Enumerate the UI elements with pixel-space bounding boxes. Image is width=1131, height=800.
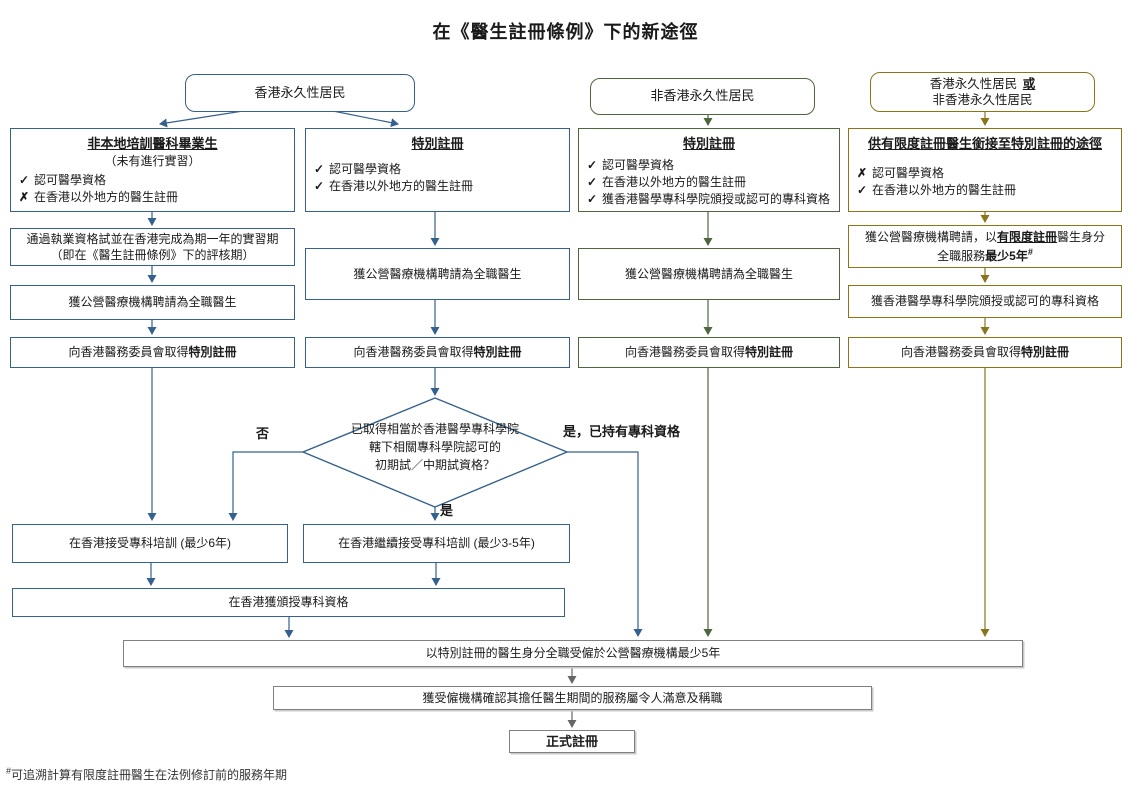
- criteria-item: ✓認可醫學資格: [587, 157, 831, 174]
- node-label: 非香港永久性居民: [650, 88, 755, 104]
- check-icon: ✓: [587, 192, 598, 207]
- step-employed-public-doctor: 獲公營醫療機構聘請為全職醫生: [578, 248, 840, 300]
- criteria-list: ✓認可醫學資格 ✓在香港以外地方的醫生註冊: [314, 161, 561, 196]
- label-no: 否: [256, 426, 270, 441]
- cross-icon: ✗: [19, 190, 30, 205]
- criteria-special-registration-hkpr: 特別註冊 ✓認可醫學資格 ✓在香港以外地方的醫生註冊: [305, 128, 570, 212]
- step-specialist-qualification: 獲香港醫學專科學院頒授或認可的專科資格: [848, 285, 1122, 318]
- node-hk-permanent-resident: 香港永久性居民: [185, 74, 415, 112]
- label-yes-specialist: 是，已持有專科資格: [563, 424, 681, 439]
- step-employed-public-doctor: 獲公營醫療機構聘請為全職醫生: [305, 248, 570, 300]
- step-special-registration: 向香港醫務委員會取得特別註冊: [10, 337, 295, 368]
- criteria-item: ✓在香港以外地方的醫生註冊: [314, 178, 561, 195]
- check-icon: ✓: [314, 178, 325, 193]
- node-label-line1: 香港永久性居民 或: [929, 76, 1036, 91]
- label-yes: 是: [440, 503, 454, 518]
- step-special-registration: 向香港醫務委員會取得特別註冊: [848, 337, 1122, 368]
- criteria-special-registration-non-hkpr: 特別註冊 ✓認可醫學資格 ✓在香港以外地方的醫生註冊 ✓獲香港醫學專科學院頒授或…: [578, 128, 840, 212]
- step-specialist-training-6yr: 在香港接受專科培訓 (最少6年): [12, 524, 288, 563]
- criteria-limited-registration-bridge: 供有限度註冊醫生銜接至特別註冊的途徑 ✗認可醫學資格 ✓在香港以外地方的醫生註冊: [848, 128, 1122, 212]
- node-non-hk-permanent-resident: 非香港永久性居民: [590, 78, 815, 115]
- node-hkpr-or-non-hkpr: 香港永久性居民 或 非香港永久性居民: [870, 72, 1095, 112]
- step-employed-public-doctor: 獲公營醫療機構聘請為全職醫生: [10, 285, 295, 320]
- step-licensing-exam-internship: 通過執業資格試並在香港完成為期一年的實習期 （即在《醫生註冊條例》下的評核期）: [10, 228, 295, 266]
- criteria-item: ✓在香港以外地方的醫生註冊: [587, 174, 831, 191]
- criteria-item: ✓獲香港醫學專科學院頒授或認可的專科資格: [587, 191, 831, 208]
- node-label: 香港永久性居民: [254, 84, 346, 100]
- criteria-title: 特別註冊: [682, 136, 735, 151]
- criteria-list: ✗認可醫學資格 ✓在香港以外地方的醫生註冊: [857, 165, 1113, 200]
- step-special-registration: 向香港醫務委員會取得特別註冊: [578, 337, 840, 368]
- criteria-item: ✗在香港以外地方的醫生註冊: [19, 189, 286, 206]
- step-limited-registration-service: 獲公營醫療機構聘請，以有限度註冊醫生身分 全職服務最少5年#: [848, 225, 1122, 268]
- check-icon: ✓: [857, 182, 868, 197]
- decision-question: 已取得相當於香港醫學專科學院 轄下相關專科學院認可的 初期試／中期試資格？: [350, 422, 519, 472]
- criteria-item: ✓認可醫學資格: [19, 172, 286, 189]
- step-full-registration: 正式註冊: [509, 730, 635, 753]
- criteria-title: 非本地培訓醫科畢業生: [87, 136, 218, 151]
- check-icon: ✓: [19, 172, 30, 187]
- check-icon: ✓: [587, 174, 598, 189]
- node-label-line2: 非香港永久性居民: [932, 93, 1033, 107]
- criteria-list: ✓認可醫學資格 ✓在香港以外地方的醫生註冊 ✓獲香港醫學專科學院頒授或認可的專科…: [587, 157, 831, 209]
- page-title: 在《醫生註冊條例》下的新途徑: [432, 22, 699, 42]
- footnote-marker: #: [1027, 246, 1033, 257]
- criteria-list: ✓認可醫學資格 ✗在香港以外地方的醫生註冊: [19, 172, 286, 207]
- footnote: #可追溯計算有限度註冊醫生在法例修訂前的服務年期: [6, 766, 288, 782]
- criteria-title: 供有限度註冊醫生銜接至特別註冊的途徑: [867, 136, 1102, 151]
- criteria-item: ✗認可醫學資格: [857, 165, 1113, 182]
- step-employer-confirmation: 獲受僱機構確認其擔任醫生期間的服務屬令人滿意及稱職: [273, 686, 872, 710]
- cross-icon: ✗: [857, 165, 868, 180]
- step-continue-specialist-training: 在香港繼續接受專科培訓 (最少3-5年): [303, 524, 570, 563]
- criteria-item: ✓在香港以外地方的醫生註冊: [857, 182, 1113, 199]
- step-special-registration: 向香港醫務委員會取得特別註冊: [305, 337, 570, 368]
- or-underlined: 或: [1022, 76, 1036, 91]
- step-awarded-specialist-qualification: 在香港獲頒授專科資格: [12, 588, 565, 617]
- check-icon: ✓: [314, 161, 325, 176]
- criteria-item: ✓認可醫學資格: [314, 161, 561, 178]
- criteria-title: 特別註冊: [411, 136, 464, 151]
- step-fulltime-service-5yr: 以特別註冊的醫生身分全職受僱於公營醫療機構最少5年: [123, 640, 1023, 667]
- footnote-marker: #: [6, 766, 12, 776]
- check-icon: ✓: [587, 157, 598, 172]
- criteria-subtitle: （未有進行實習）: [104, 153, 201, 168]
- criteria-non-local-graduates: 非本地培訓醫科畢業生 （未有進行實習） ✓認可醫學資格 ✗在香港以外地方的醫生註…: [10, 128, 295, 212]
